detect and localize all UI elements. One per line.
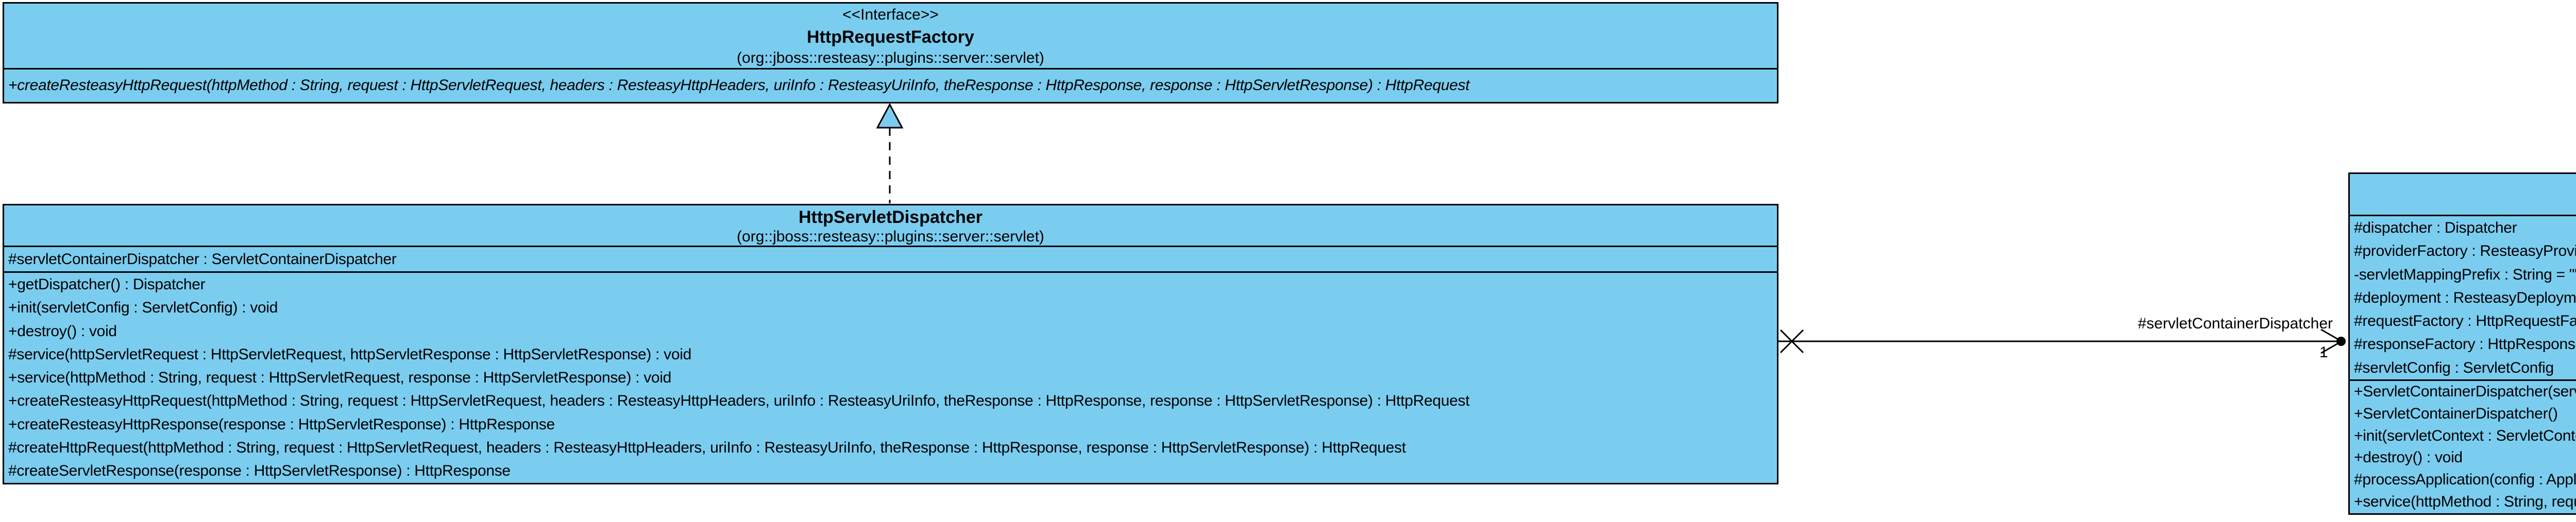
association-x-marker: [1780, 329, 1804, 354]
association-dot: [2336, 337, 2346, 346]
method-row: +init(servletConfig : ServletConfig) : v…: [8, 299, 278, 317]
method-row: +ServletContainerDispatcher(): [2354, 405, 2558, 422]
methods-compartment: +createResteasyHttpRequest(httpMethod : …: [4, 69, 1777, 101]
class-node-http-request-factory[interactable]: <<Interface>> HttpRequestFactory (org::j…: [3, 2, 1778, 103]
association-role-label: #servletContainerDispatcher: [2138, 315, 2333, 332]
class-node-http-servlet-dispatcher[interactable]: HttpServletDispatcher (org::jboss::reste…: [3, 204, 1778, 484]
method-row: +init(servletContext : ServletContext, b…: [2354, 427, 2576, 444]
class-package: (org::jboss::resteasy::plugins::server::…: [2350, 197, 2576, 215]
attribute-row: #requestFactory : HttpRequestFactory: [2354, 312, 2576, 330]
class-name: HttpRequestFactory: [807, 27, 974, 47]
method-row: +createResteasyHttpRequest(httpMethod : …: [8, 77, 1470, 94]
association-connector: [1778, 328, 2346, 354]
attribute-row: #servletConfig : ServletConfig: [2354, 359, 2554, 376]
class-name: HttpServletDispatcher: [798, 207, 983, 227]
methods-compartment: +ServletContainerDispatcher(servletConfi…: [2350, 381, 2576, 513]
method-row: #processApplication(config : Application…: [2354, 471, 2576, 489]
method-row: +createResteasyHttpRequest(httpMethod : …: [8, 392, 1470, 410]
class-name: ServletContainerDispatcher: [2350, 176, 2576, 197]
method-row: +destroy() : void: [8, 322, 117, 340]
attributes-compartment: #dispatcher : Dispatcher #providerFactory…: [2350, 216, 2576, 381]
association-x-marker: [1780, 329, 1804, 354]
method-row: +destroy() : void: [2354, 449, 2463, 466]
class-package: (org::jboss::resteasy::plugins::server::…: [737, 49, 1044, 66]
method-row: #createHttpRequest(httpMethod : String, …: [8, 439, 1406, 457]
realization-connector: [876, 102, 904, 203]
attribute-row: #dispatcher : Dispatcher: [2354, 219, 2517, 236]
method-row: +createResteasyHttpResponse(response : H…: [8, 415, 555, 433]
attribute-row: #servletContainerDispatcher : ServletCon…: [8, 251, 397, 268]
attributes-compartment: #servletContainerDispatcher : ServletCon…: [4, 247, 1777, 273]
class-package: (org::jboss::resteasy::plugins::server::…: [737, 228, 1044, 245]
method-row: #createServletResponse(response : HttpSe…: [8, 462, 511, 480]
stereotype-label: <<Interface>>: [842, 6, 939, 23]
methods-compartment: +getDispatcher() : Dispatcher +init(servl…: [4, 273, 1777, 483]
class-title-compartment: HttpServletDispatcher (org::jboss::reste…: [4, 205, 1777, 247]
method-row: +getDispatcher() : Dispatcher: [8, 276, 206, 293]
method-row: +ServletContainerDispatcher(servletConfi…: [2354, 383, 2576, 400]
attribute-row: -servletMappingPrefix : String = "": [2354, 266, 2576, 283]
class-node-servlet-container-dispatcher[interactable]: ServletContainerDispatcher (org::jboss::…: [2348, 172, 2576, 515]
method-row: +service(httpMethod : String, request : …: [2354, 493, 2576, 510]
method-row: +service(httpMethod : String, request : …: [8, 369, 672, 387]
attribute-row: #responseFactory : HttpResponseFactory: [2354, 336, 2576, 353]
attribute-row: #deployment : ResteasyDeployment = null: [2354, 289, 2576, 306]
association-multiplicity: 1: [2319, 344, 2328, 361]
method-row: #service(httpServletRequest : HttpServle…: [8, 345, 691, 363]
realization-triangle-arrowhead: [876, 102, 904, 129]
class-title-compartment: ServletContainerDispatcher (org::jboss::…: [2350, 174, 2576, 216]
attribute-row: #providerFactory : ResteasyProviderFacto…: [2354, 242, 2576, 260]
class-title-compartment: <<Interface>> HttpRequestFactory (org::j…: [4, 4, 1777, 69]
